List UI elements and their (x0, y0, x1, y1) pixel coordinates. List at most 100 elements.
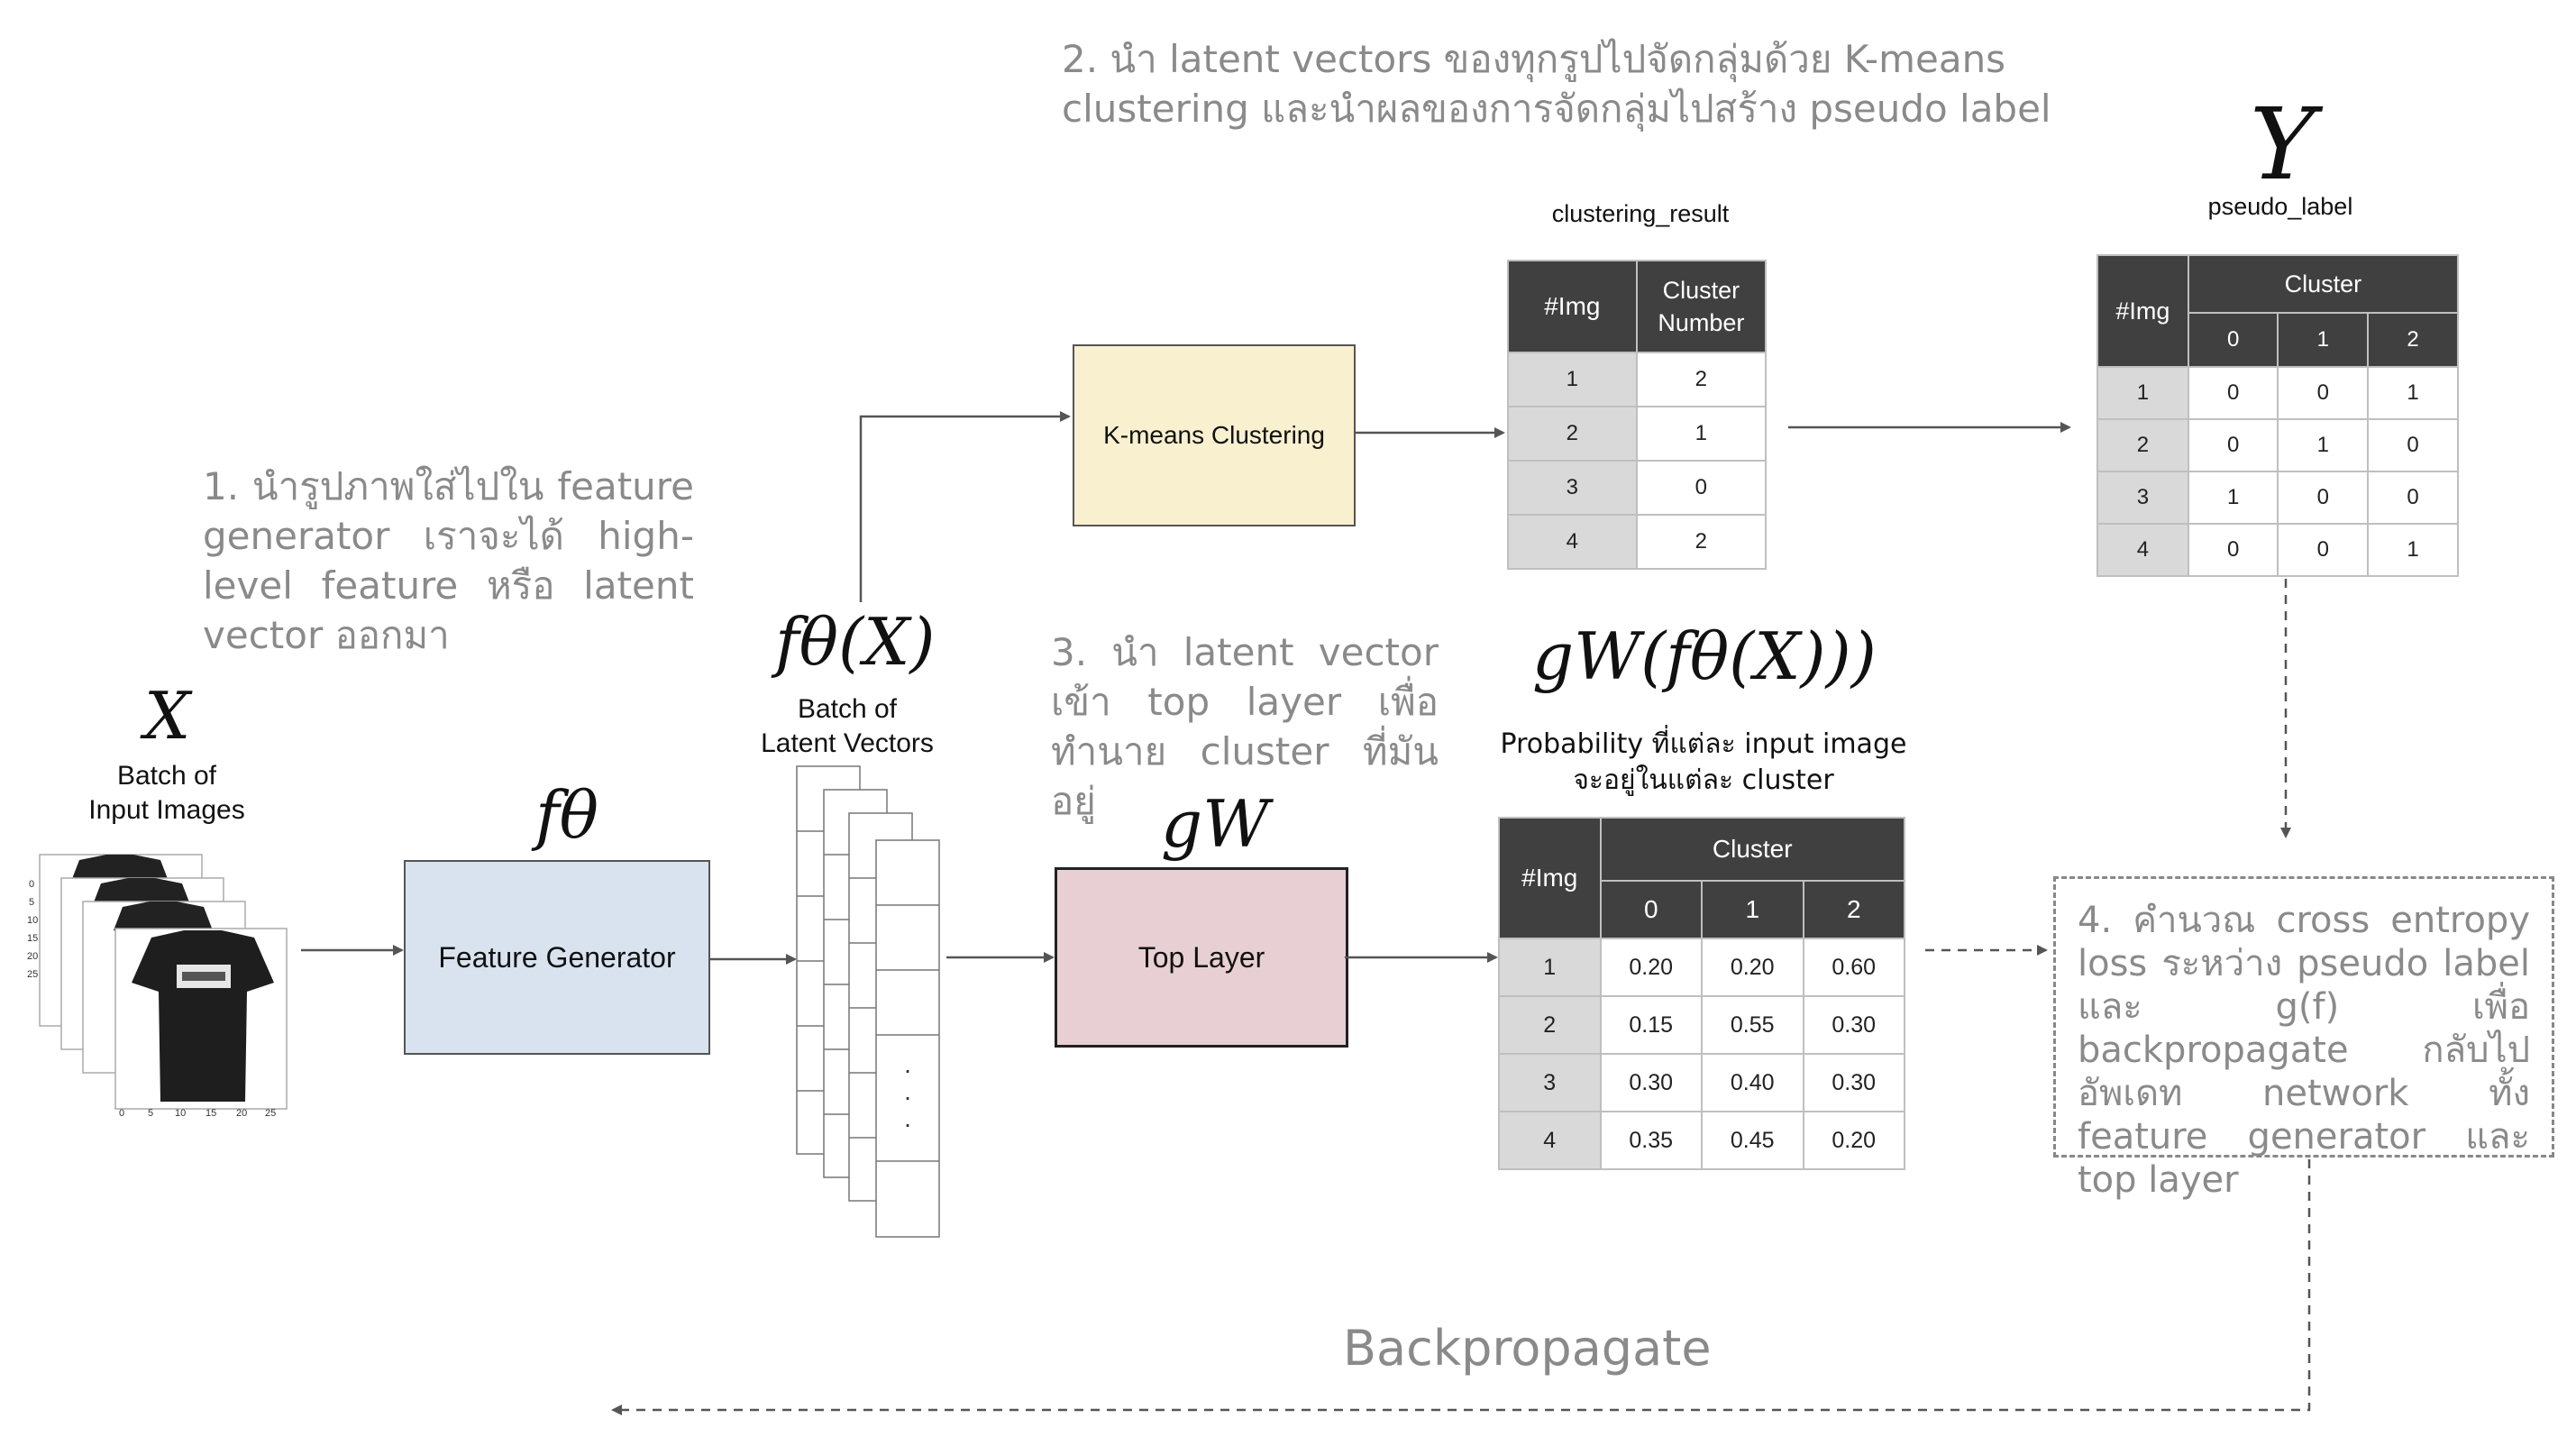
latent-caption: Batch of Latent Vectors (739, 692, 955, 761)
cr-row1-img: 1 (1507, 352, 1638, 407)
prob-row3-c2: 0.30 (1802, 1053, 1905, 1112)
tick-y-3: 15 (27, 933, 38, 944)
pl-row3-c1: 0 (2277, 471, 2370, 525)
pl-cluster-1: 1 (2277, 312, 2370, 368)
pl-row3-c0: 1 (2187, 471, 2279, 525)
prob-row1-c2: 0.60 (1802, 938, 1905, 997)
pl-row4-img: 4 (2096, 523, 2189, 577)
top-layer-box: Top Layer (1055, 867, 1348, 1048)
pl-header-img: #Img (2096, 254, 2189, 368)
cr-row2-cluster: 1 (1635, 406, 1768, 462)
latent-symbol: fθ(X) (775, 604, 936, 680)
prob-row2-c0: 0.15 (1599, 995, 1703, 1055)
pl-row2-c1: 1 (2277, 418, 2370, 472)
input-image-stack: 0 5 10 15 20 25 0 5 10 15 20 25 (25, 847, 305, 1119)
latent-caption-line2: Latent Vectors (761, 728, 934, 758)
cr-row4-img: 4 (1507, 514, 1638, 570)
top-layer-symbol: gW (1161, 786, 1270, 862)
tick-y-0: 0 (29, 879, 34, 890)
cr-row4-cluster: 2 (1635, 514, 1768, 570)
prob-row4-img: 4 (1498, 1111, 1602, 1170)
step4-annotation: 4. คำนวณ cross entropy loss ระหว่าง pseu… (2053, 876, 2554, 1201)
prob-cluster-1: 1 (1701, 880, 1804, 939)
cr-row1-cluster: 2 (1635, 352, 1768, 407)
prob-row4-c0: 0.35 (1599, 1111, 1703, 1170)
tshirt-images: 0 5 10 15 20 25 0 5 10 15 20 25 (27, 854, 288, 1119)
prob-header-img: #Img (1498, 817, 1602, 939)
pl-row4-c1: 0 (2277, 523, 2370, 577)
tick-x-3: 15 (206, 1108, 216, 1118)
ellipsis-dot-2: · (903, 1083, 911, 1111)
image-frame-4 (114, 928, 288, 1110)
pl-header-cluster: Cluster (2187, 254, 2460, 314)
input-symbol: X (144, 678, 191, 754)
pl-row2-img: 2 (2096, 418, 2189, 472)
arrow-latent-to-kmeans (859, 411, 1071, 602)
prob-row3-c1: 0.40 (1701, 1053, 1804, 1112)
pl-cluster-0: 0 (2187, 312, 2279, 368)
pseudo-label-title: pseudo_label (2207, 193, 2353, 220)
probability-caption: Probability ที่แต่ละ input image จะอยู่ใ… (1478, 727, 1929, 799)
prob-header-cluster: Cluster (1599, 817, 1905, 882)
pl-row1-img: 1 (2096, 366, 2189, 420)
prob-cluster-2: 2 (1802, 880, 1905, 939)
tick-y-4: 20 (27, 951, 38, 962)
prob-row4-c2: 0.20 (1802, 1111, 1905, 1170)
latent-vectors-drawing: · · · (796, 765, 940, 1238)
ellipsis-dot-1: · (903, 1056, 911, 1084)
latent-vector-4 (875, 839, 940, 1238)
arrow-backpropagate (611, 1159, 2311, 1415)
kmeans-box: K-means Clustering (1073, 344, 1356, 526)
pl-row3-img: 3 (2096, 471, 2189, 525)
probability-caption-line1: Probability ที่แต่ละ input image (1500, 728, 1907, 760)
pl-row3-c2: 0 (2367, 471, 2459, 525)
prob-row1-c1: 0.20 (1701, 938, 1804, 997)
pl-row1-c1: 0 (2277, 366, 2370, 420)
cr-row3-cluster: 0 (1635, 460, 1768, 516)
prob-row2-c1: 0.55 (1701, 995, 1804, 1055)
step3-annotation: 3. นำ latent vector เข้า top layer เพื่อ… (1051, 630, 1439, 823)
latent-vector-stack: · · · (793, 763, 946, 1240)
pl-row4-c2: 1 (2367, 523, 2459, 577)
prob-row2-c2: 0.30 (1802, 995, 1905, 1055)
prob-row3-img: 3 (1498, 1053, 1602, 1112)
prob-row1-c0: 0.20 (1599, 938, 1703, 997)
tick-y-1: 5 (29, 897, 34, 908)
prob-cluster-0: 0 (1599, 880, 1703, 939)
tick-y-5: 25 (27, 969, 38, 980)
axis-ticks: 0 5 10 15 20 25 0 5 10 15 20 25 (27, 879, 276, 1119)
input-caption-line1: Batch of (116, 761, 217, 791)
pseudo-label-symbol: Y (2250, 87, 2316, 202)
probability-caption-line2: จะอยู่ในแต่ละ cluster (1573, 764, 1834, 796)
cr-row3-img: 3 (1507, 460, 1638, 516)
pl-row4-c0: 0 (2187, 523, 2279, 577)
feature-generator-box: Feature Generator (404, 860, 710, 1055)
step1-annotation: 1. นำรูปภาพใส่ไปใน feature generator เรา… (203, 464, 694, 657)
cr-header-cluster: Cluster Number (1635, 260, 1768, 353)
step2-annotation: 2. นำ latent vectors ของทุกรูปไปจัดกลุ่ม… (1062, 37, 2051, 131)
prob-row3-c0: 0.30 (1599, 1053, 1703, 1112)
tick-y-2: 10 (27, 915, 38, 926)
probability-symbol: gW(fθ(X))) (1532, 618, 1877, 694)
cr-row2-img: 2 (1507, 406, 1638, 462)
tick-x-5: 25 (265, 1108, 276, 1118)
tick-x-1: 5 (148, 1108, 153, 1118)
pl-row1-c2: 1 (2367, 366, 2459, 420)
feature-generator-symbol: fθ (535, 777, 598, 853)
latent-caption-line1: Batch of (797, 694, 898, 724)
clustering-result-title: clustering_result (1551, 200, 1730, 227)
pl-row1-c0: 0 (2187, 366, 2279, 420)
input-caption: Batch of Input Images (54, 759, 279, 828)
prob-row1-img: 1 (1498, 938, 1602, 997)
pl-row2-c0: 0 (2187, 418, 2279, 472)
ellipsis-dot-3: · (903, 1110, 911, 1138)
cr-header-img: #Img (1507, 260, 1638, 353)
tick-x-0: 0 (119, 1108, 124, 1118)
pl-cluster-2: 2 (2367, 312, 2459, 368)
tick-x-2: 10 (175, 1108, 186, 1118)
tick-x-4: 20 (236, 1108, 247, 1118)
backpropagate-label: Backpropagate (1343, 1320, 1712, 1377)
